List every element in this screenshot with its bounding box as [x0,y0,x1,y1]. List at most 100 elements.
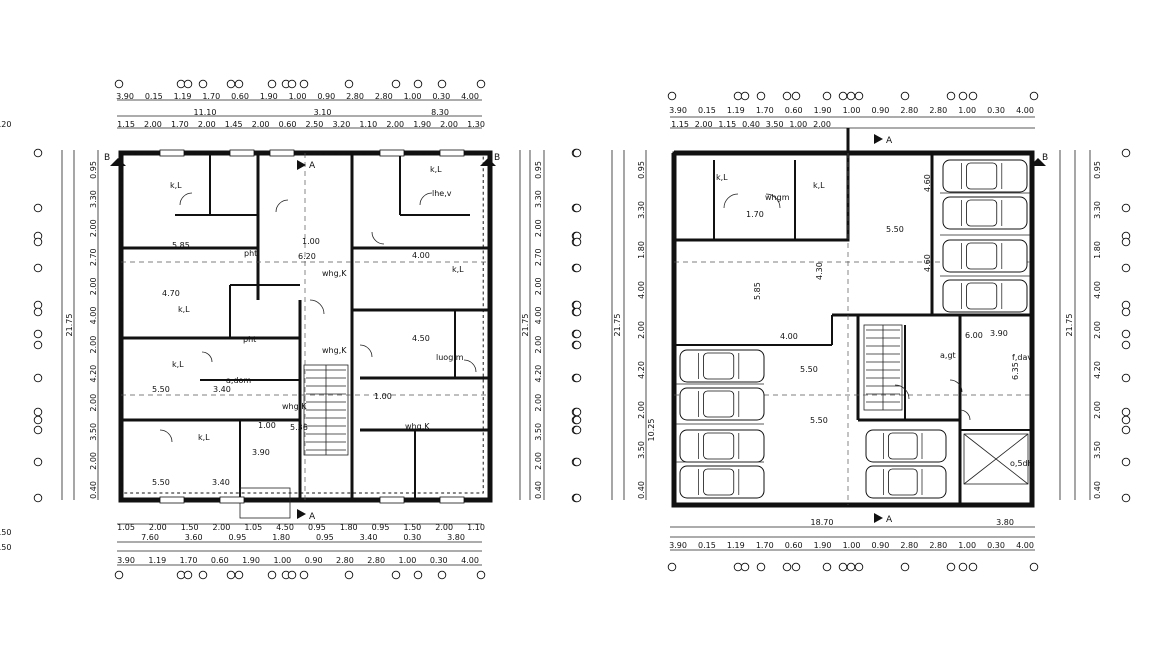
room-label: 4.30 [815,262,824,280]
grid-bubble [413,79,423,89]
parked-car [679,465,765,499]
grid-bubble [437,79,447,89]
grid-bubble [667,91,677,101]
grid-bubbles-side-right [572,148,1131,503]
room-label: 4.60 [923,254,932,272]
grid-bubble [733,91,743,101]
dimension-text: 2.80 [375,92,393,101]
section-label-a-bottom-right: A [886,515,893,525]
dimension-text: 0.15 [698,106,716,115]
dimension-text: 0.90 [872,106,890,115]
dimension-text: 0.30 [432,92,450,101]
dimension-text: 2.00 [89,394,98,412]
room-label: 3.90 [252,448,270,457]
room-label: whg,K [405,422,430,431]
grid-bubble [198,79,208,89]
section-markers-left: A A B B [104,153,500,522]
dimension-text: 2.00 [534,336,543,354]
dimension-text: 1.80 [637,241,646,259]
dimension-text: 1.00 [399,556,417,565]
grid-bubble [572,329,582,339]
room-label: 4.60 [923,174,932,192]
grid-bubble [791,562,801,572]
dimension-text: 1.70 [756,541,774,550]
dimension-text: 3.30 [89,190,98,208]
grid-bubble [1121,340,1131,350]
grid-bubble [1121,415,1131,425]
room-label: 5.50 [152,478,170,487]
dimension-text: 1.50 [181,523,199,532]
dimension-text: 1.30 [467,120,485,129]
dimension-text: 4.00 [1016,106,1034,115]
dimension-text: 21.75 [521,314,530,337]
grid-bubble [391,79,401,89]
interior-walls-left [121,153,490,500]
grid-bubbles-bottom-left [114,570,486,580]
dimension-text: 1.19 [148,556,166,565]
grid-bubble [226,570,236,580]
room-label: luog,m [436,353,464,362]
parked-car [679,387,765,421]
dimension-text: 1.90 [413,120,431,129]
dimension-text: 2.00 [534,394,543,412]
grid-bubble [958,91,968,101]
dimension-text: 0.40 [637,481,646,499]
grid-bubble [846,562,856,572]
parked-car [942,196,1028,230]
dimension-lines-left [61,99,545,566]
grid-bubble [344,79,354,89]
storage-cells-right [963,433,1029,485]
room-label: 1.00 [374,392,392,401]
grid-bubble [33,237,43,247]
room-label: 1.00 [302,237,320,246]
dimension-text: 4.00 [461,556,479,565]
dimension-text: 2.80 [929,106,947,115]
room-label: whgm [765,193,790,202]
room-label: pht [244,249,257,258]
grid-bubble [114,79,124,89]
grid-bubble [413,570,423,580]
grid-bubble [33,493,43,503]
parked-car [865,429,947,463]
dimension-text: 2.00 [144,120,162,129]
dimension-text: 1.19 [727,541,745,550]
dimension-text: 0.30 [987,106,1005,115]
section-label-b-right: B [494,153,500,163]
room-label: k,L [813,181,825,190]
dimension-text: 0.95 [89,161,98,179]
dimension-text: 3.30 [1093,201,1102,219]
dimension-text: 2.00 [213,523,231,532]
grid-bubble [33,148,43,158]
dimension-text: 1.45 [225,120,243,129]
dimension-text: 2.00 [1093,321,1102,339]
door-swings-left [159,192,477,443]
dimension-text: 3.50 [1093,441,1102,459]
grid-bubble [299,79,309,89]
room-label: pht [243,335,256,344]
dimension-text: 1.00 [404,92,422,101]
grid-bubbles-bottom-right [667,562,1039,572]
room-label: k,L [170,181,182,190]
dimension-text: 1.00 [289,92,307,101]
dimension-text: 0.95 [637,161,646,179]
section-label-a-bottom: A [309,512,316,522]
dimension-text: 2.00 [89,336,98,354]
dimension-text: 0.60 [211,556,229,565]
dimension-text: 3.50 [766,120,784,129]
grid-bubble [1121,203,1131,213]
dimension-text: 2.00 [89,277,98,295]
grid-bubble [572,340,582,350]
axis-lines-left [121,153,490,500]
grid-bubble [822,562,832,572]
dimension-text: 0.95 [316,533,334,542]
grid-bubble [226,79,236,89]
grid-bubble [33,407,43,417]
dimension-text: 22.50 [0,528,11,537]
parked-car [942,239,1028,273]
room-label: 4.70 [162,289,180,298]
exterior-walls-left [118,150,493,503]
grid-bubble [1121,373,1131,383]
dimension-text: 3.80 [447,533,465,542]
